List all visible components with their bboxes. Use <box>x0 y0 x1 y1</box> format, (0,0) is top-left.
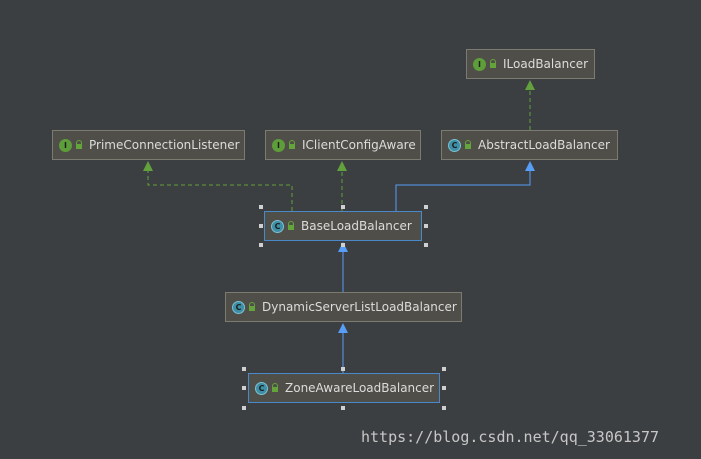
node-label: ZoneAwareLoadBalancer <box>285 381 435 395</box>
node-label: BaseLoadBalancer <box>301 219 412 233</box>
node-abstractloadbalancer[interactable]: C AbstractLoadBalancer <box>441 130 618 160</box>
class-icon: C <box>448 138 461 152</box>
interface-icon: I <box>272 138 285 152</box>
edge-baseloadbalancer-primeconnectionlistener <box>143 161 293 211</box>
lock-icon <box>465 139 471 149</box>
edge-abstractloadbalancer-iloadbalancer <box>525 80 535 130</box>
node-zoneawareloadbalancer[interactable]: C ZoneAwareLoadBalancer <box>248 373 440 403</box>
interface-icon: I <box>473 57 486 71</box>
selection-handle[interactable] <box>341 243 345 247</box>
lock-icon <box>288 220 294 230</box>
selection-handle[interactable] <box>259 205 263 209</box>
node-dynamicserverlistloadbalancer[interactable]: C DynamicServerListLoadBalancer <box>225 292 462 322</box>
lock-icon <box>272 382 278 392</box>
selection-handle[interactable] <box>242 406 246 410</box>
interface-icon: I <box>59 138 72 152</box>
selection-handle[interactable] <box>341 205 345 209</box>
class-icon: C <box>255 381 268 395</box>
selection-handle[interactable] <box>341 367 345 371</box>
selection-handle[interactable] <box>259 224 263 228</box>
edge-baseloadbalancer-abstractloadbalancer <box>395 161 535 211</box>
node-label: PrimeConnectionListener <box>89 138 240 152</box>
edge-zoneaware-dynamicserverlist <box>338 323 348 373</box>
node-label: IClientConfigAware <box>302 138 416 152</box>
selection-handle[interactable] <box>242 386 246 390</box>
node-iclientconfigaware[interactable]: I IClientConfigAware <box>265 130 421 160</box>
selection-handle[interactable] <box>242 367 246 371</box>
node-label: DynamicServerListLoadBalancer <box>262 300 457 314</box>
selection-handle[interactable] <box>424 224 428 228</box>
node-baseloadbalancer[interactable]: C BaseLoadBalancer <box>264 211 422 241</box>
node-label: AbstractLoadBalancer <box>478 138 610 152</box>
node-label: ILoadBalancer <box>503 57 589 71</box>
lock-icon <box>289 139 295 149</box>
selection-handle[interactable] <box>442 386 446 390</box>
class-icon: C <box>271 219 284 233</box>
node-primeconnectionlistener[interactable]: I PrimeConnectionListener <box>52 130 245 160</box>
watermark-url: https://blog.csdn.net/qq_33061377 <box>361 428 660 446</box>
edge-dynamicserverlist-baseloadbalancer <box>338 242 348 292</box>
selection-handle[interactable] <box>442 367 446 371</box>
lock-icon <box>490 58 496 68</box>
lock-icon <box>76 139 82 149</box>
selection-handle[interactable] <box>424 205 428 209</box>
selection-handle[interactable] <box>341 406 345 410</box>
lock-icon <box>249 301 255 311</box>
class-icon: C <box>232 300 245 314</box>
node-iloadbalancer[interactable]: I ILoadBalancer <box>466 49 595 79</box>
selection-handle[interactable] <box>424 243 428 247</box>
selection-handle[interactable] <box>259 243 263 247</box>
edge-baseloadbalancer-iclientconfigaware <box>337 161 347 211</box>
selection-handle[interactable] <box>442 406 446 410</box>
